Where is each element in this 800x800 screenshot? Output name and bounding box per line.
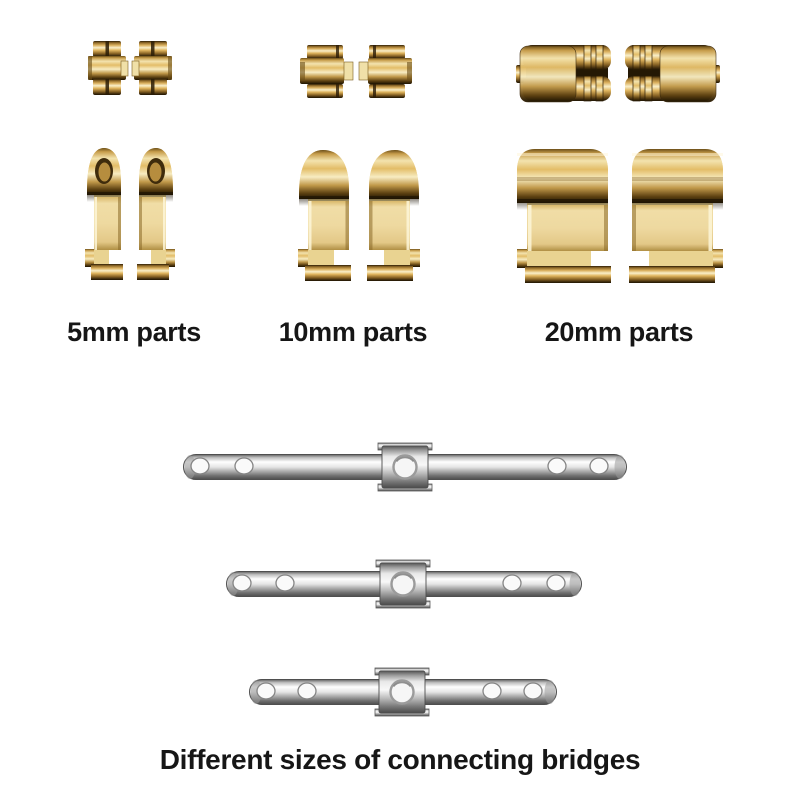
center-hole <box>392 454 418 480</box>
center-block <box>375 559 431 609</box>
connector-piece <box>516 45 611 103</box>
bridge-medium <box>226 559 582 609</box>
clip-piece <box>517 149 611 283</box>
connector-pair-10mm <box>300 45 412 99</box>
connector-piece <box>88 41 129 95</box>
clip-pair-20mm <box>517 149 723 283</box>
connector-piece <box>300 45 354 98</box>
rod-holes <box>190 457 609 475</box>
clip-pair-5mm <box>85 148 175 280</box>
rod-holes <box>232 574 566 592</box>
connector-pair-20mm <box>516 45 720 103</box>
label-20mm-parts: 20mm parts <box>544 317 694 347</box>
caption: Different sizes of connecting bridges <box>159 744 641 775</box>
label-10mm-parts: 10mm parts <box>278 317 428 347</box>
center-block <box>377 442 433 492</box>
center-block <box>374 667 430 717</box>
bridge-short <box>249 667 557 717</box>
rod-holes <box>256 682 543 700</box>
clip-pair-10mm <box>298 150 420 281</box>
label-5mm-parts: 5mm parts <box>67 317 201 347</box>
bridge-long <box>183 442 627 492</box>
center-hole <box>389 679 415 705</box>
clip-piece <box>298 150 351 281</box>
center-hole <box>390 571 416 597</box>
clip-piece <box>85 148 123 280</box>
connector-pair-5mm <box>88 41 172 96</box>
